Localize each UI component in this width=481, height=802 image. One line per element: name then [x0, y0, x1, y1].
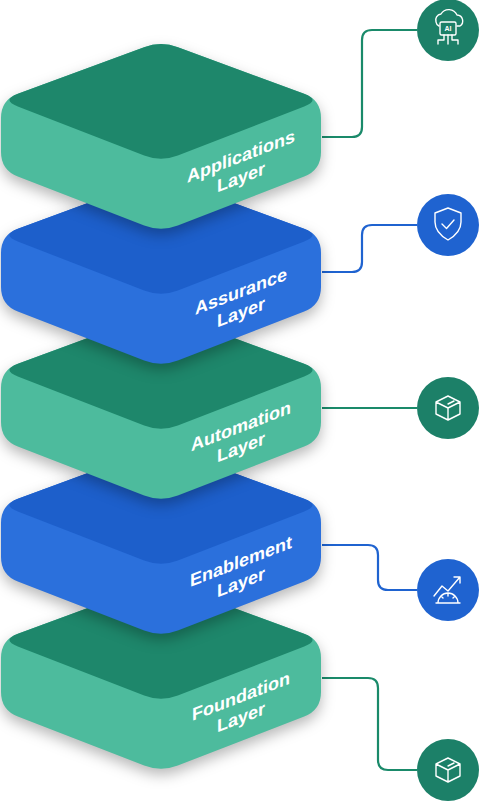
- icon-circle: [417, 377, 479, 439]
- leader-line: [322, 545, 417, 590]
- leader-lines: [322, 30, 417, 770]
- layer-slab: Applications Layer: [0, 40, 322, 235]
- chip-symbol: [440, 22, 456, 35]
- leader-line: [322, 30, 417, 137]
- icon-text: AI: [440, 25, 456, 33]
- leader-line: [322, 678, 417, 770]
- slab-side: [1, 449, 321, 634]
- icon-circles: [417, 0, 479, 801]
- check-symbol: [442, 220, 454, 229]
- leader-line: [322, 225, 417, 272]
- cube-symbol: [436, 758, 460, 782]
- shield-symbol: [435, 208, 461, 240]
- icon-circle: [417, 0, 479, 61]
- slab-side: [1, 584, 321, 769]
- icon-circle: [417, 559, 479, 621]
- slab-side: [1, 314, 321, 499]
- icon-glyphs: [434, 10, 463, 782]
- icon-circle: [417, 194, 479, 256]
- slab-side: [1, 44, 321, 229]
- cube-symbol: [448, 763, 454, 766]
- slab-side: [1, 179, 321, 364]
- cube-symbol: [448, 401, 454, 404]
- gear-symbol: [436, 593, 460, 603]
- leader-line: [322, 407, 417, 409]
- network-lines: [438, 35, 458, 44]
- icon-circle: [417, 739, 479, 801]
- cube-symbol: [436, 396, 460, 420]
